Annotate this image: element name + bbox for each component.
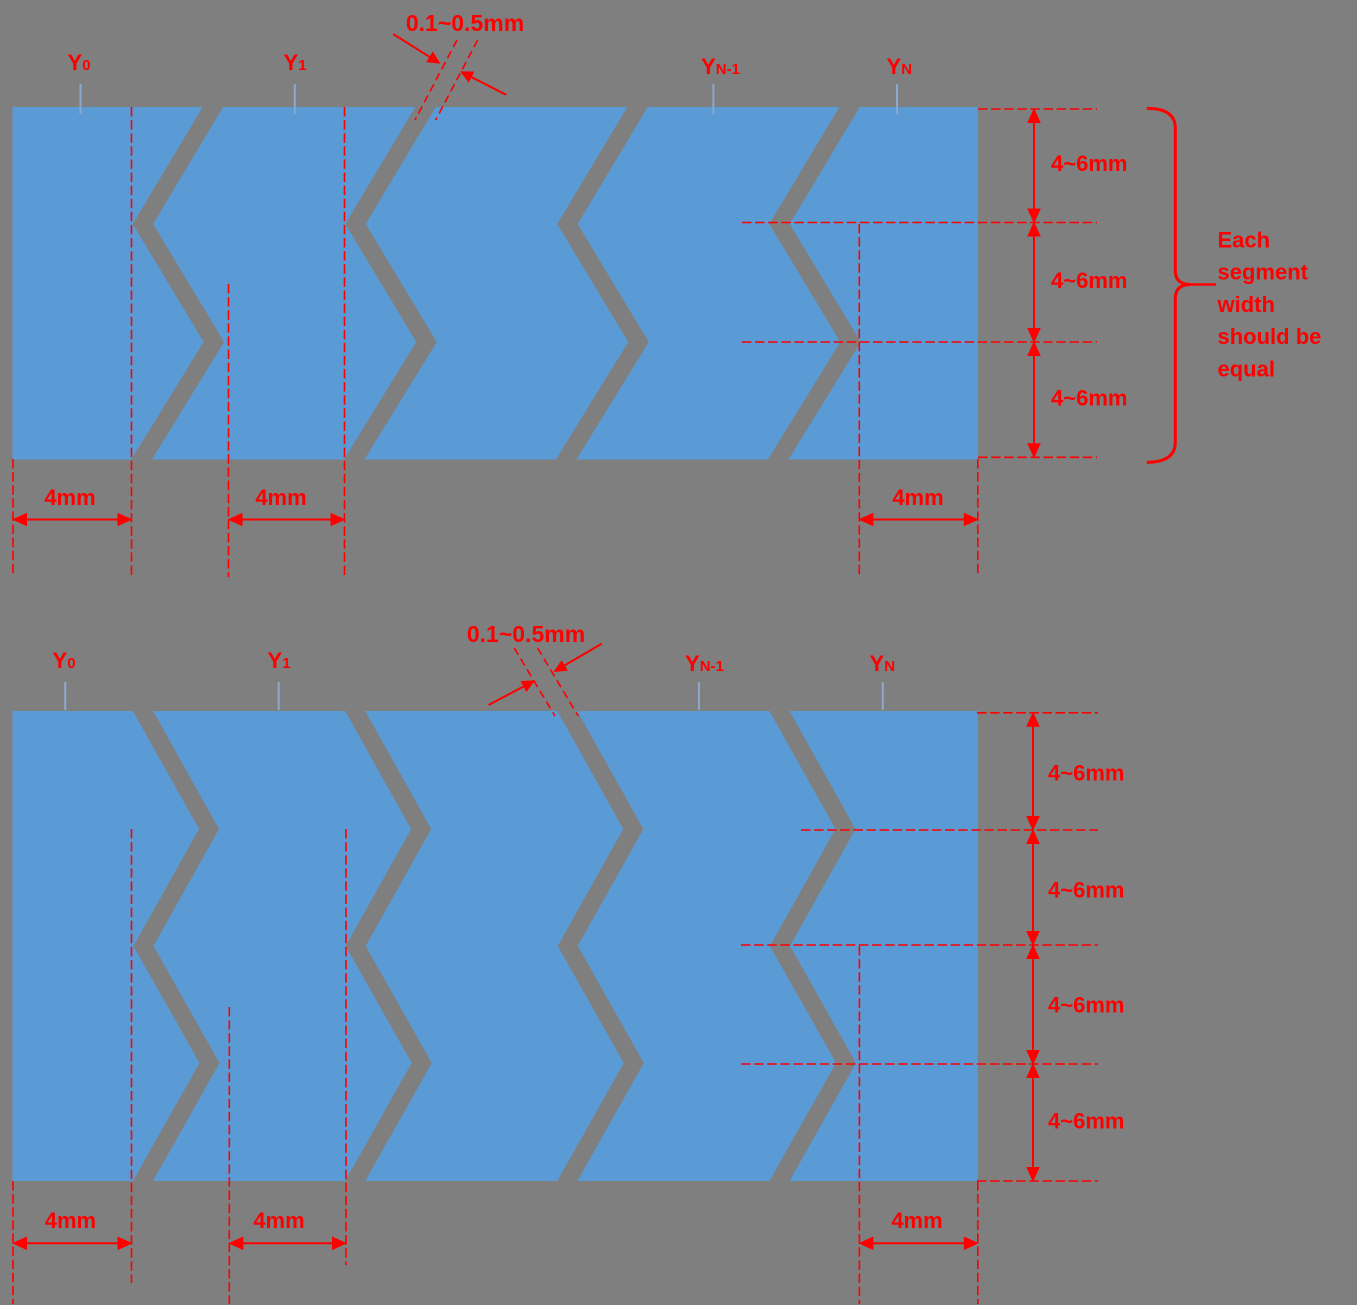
svg-text:Y1: Y1 — [284, 50, 307, 75]
svg-text:Each: Each — [1218, 228, 1271, 253]
svg-text:should be: should be — [1218, 324, 1322, 349]
svg-text:segment: segment — [1218, 260, 1309, 285]
svg-text:0.1~0.5mm: 0.1~0.5mm — [467, 621, 585, 647]
svg-text:4~6mm: 4~6mm — [1048, 878, 1124, 903]
svg-text:4~6mm: 4~6mm — [1051, 151, 1127, 176]
svg-text:4~6mm: 4~6mm — [1048, 761, 1124, 786]
svg-text:4mm: 4mm — [892, 485, 943, 510]
svg-text:Y0: Y0 — [68, 50, 91, 75]
svg-text:4~6mm: 4~6mm — [1051, 386, 1127, 411]
svg-text:Y1: Y1 — [268, 648, 291, 673]
svg-text:Y0: Y0 — [53, 648, 76, 673]
svg-text:4mm: 4mm — [253, 1208, 304, 1233]
svg-text:4mm: 4mm — [891, 1208, 942, 1233]
svg-text:4mm: 4mm — [255, 485, 306, 510]
svg-text:width: width — [1217, 292, 1275, 317]
svg-text:4mm: 4mm — [44, 485, 95, 510]
svg-text:4~6mm: 4~6mm — [1048, 1109, 1124, 1134]
svg-text:4mm: 4mm — [45, 1208, 96, 1233]
svg-text:0.1~0.5mm: 0.1~0.5mm — [406, 10, 524, 36]
svg-text:4~6mm: 4~6mm — [1051, 268, 1127, 293]
svg-text:equal: equal — [1218, 356, 1275, 381]
svg-text:4~6mm: 4~6mm — [1048, 993, 1124, 1018]
